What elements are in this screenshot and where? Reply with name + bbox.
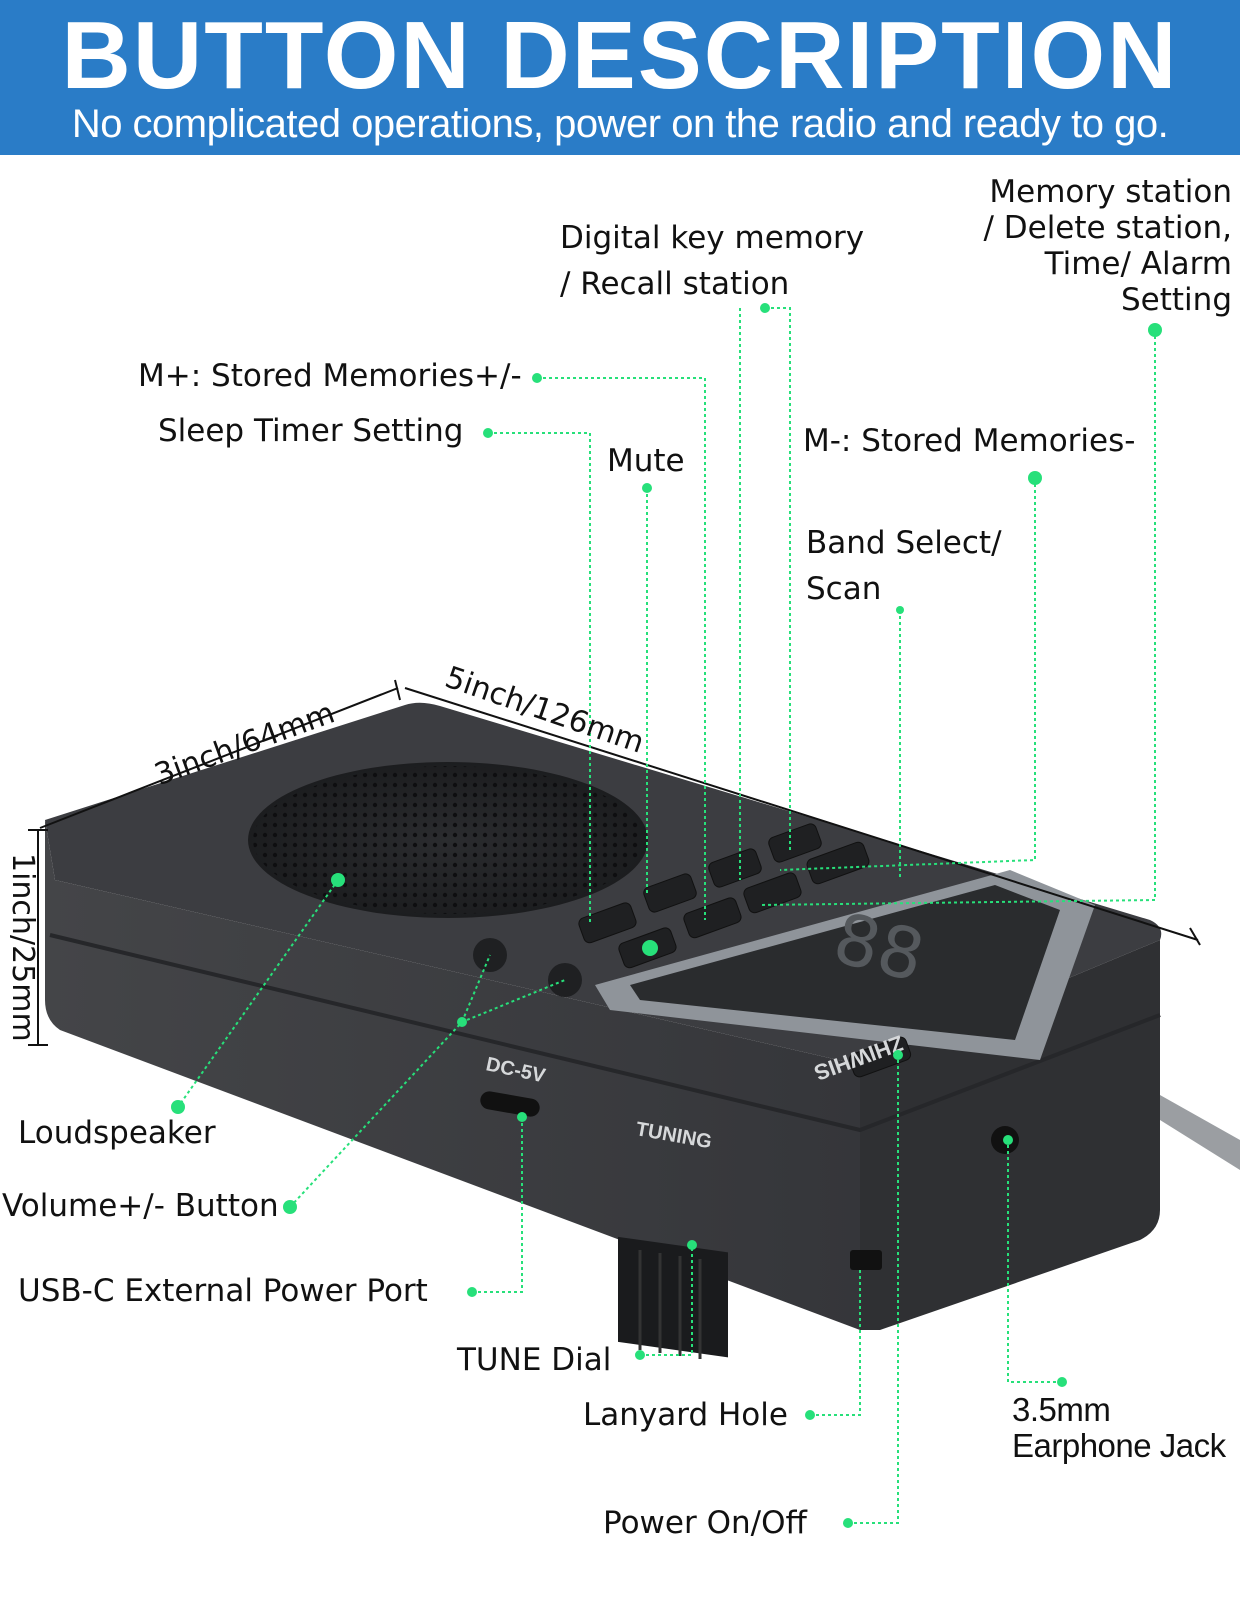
radio-front-face (45, 820, 860, 1330)
callout-sleep-timer: Sleep Timer Setting (158, 413, 464, 449)
page-subtitle: No complicated operations, power on the … (71, 102, 1169, 146)
callout-mute: Mute (607, 443, 685, 479)
page-title: BUTTON DESCRIPTION (61, 2, 1179, 109)
callout-m-minus: M-: Stored Memories- (803, 423, 1136, 459)
antenna (1160, 1095, 1240, 1170)
button-mute[interactable] (642, 872, 698, 914)
power-button[interactable] (848, 1035, 913, 1078)
callout-volume: Volume+/- Button (2, 1188, 279, 1224)
callout-power: Power On/Off (603, 1505, 807, 1541)
button-2[interactable] (707, 847, 763, 889)
callout-memory-station: Memory station / Delete station, Time/ A… (983, 174, 1232, 318)
lanyard-hole (850, 1250, 882, 1270)
callout-earphone: 3.5mm Earphone Jack (1012, 1391, 1226, 1464)
header-banner: BUTTON DESCRIPTION No complicated operat… (0, 0, 1240, 155)
radio-illustration: 88 ZHIWHIS DC-5V TUNING (28, 303, 1240, 1528)
tuning-dial[interactable] (618, 1236, 728, 1358)
callout-band-select: Band Select/ Scan (806, 525, 1002, 607)
lcd-display (630, 885, 1060, 1040)
callout-lanyard: Lanyard Hole (583, 1397, 788, 1433)
button-am-fm[interactable] (805, 841, 870, 886)
callout-loudspeaker: Loudspeaker (18, 1115, 216, 1151)
callout-digital-key: Digital key memory / Recall station (560, 220, 865, 302)
volume-up-button[interactable] (548, 963, 582, 997)
usb-c-port[interactable] (479, 1090, 541, 1118)
button-sleep[interactable] (577, 901, 638, 944)
dimension-height: 1inch/25mm (5, 853, 40, 1042)
callout-tune-dial: TUNE Dial (457, 1342, 612, 1378)
button-m-plus[interactable] (682, 896, 743, 939)
callout-m-plus: M+: Stored Memories+/- (138, 358, 522, 394)
callout-usb-c: USB-C External Power Port (18, 1273, 428, 1309)
